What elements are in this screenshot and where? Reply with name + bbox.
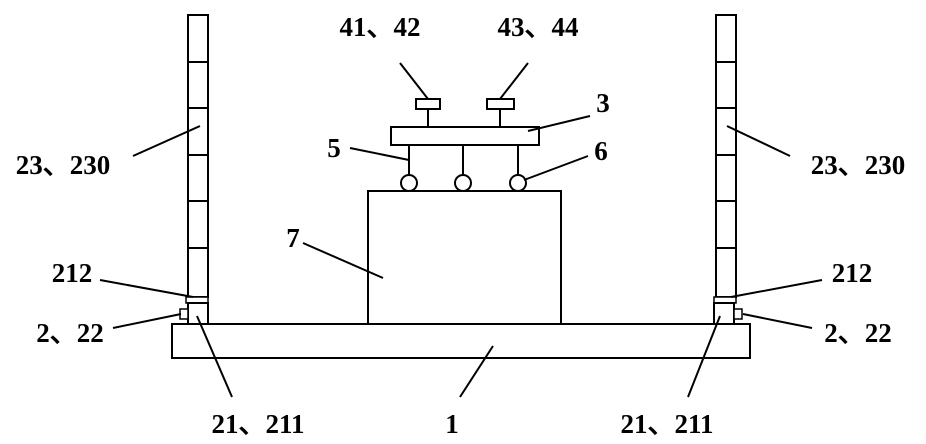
label-6: 6 [594,136,608,166]
roller-right [510,175,526,191]
leader-41-42 [400,63,428,99]
label-21-211-right: 21、211 [620,409,713,439]
label-23-230-left: 23、230 [16,150,111,180]
leader-2-22-left [113,314,181,328]
label-43-44: 43、44 [498,12,579,42]
base-plate [172,324,750,358]
part-22-left [180,309,188,319]
leader-212-left [100,280,193,297]
label-41-42: 41、42 [340,12,421,42]
leader-3 [528,116,590,131]
part-21-right [714,303,734,324]
roller-middle [455,175,471,191]
center-block [368,191,561,324]
leader-2-22-right [743,314,812,328]
knob-left [416,99,440,109]
label-23-230-right: 23、230 [811,150,906,180]
label-5: 5 [327,133,341,163]
label-2-22-right: 2、22 [824,318,892,348]
label-7: 7 [286,223,300,253]
part-22-right [734,309,742,319]
rack-left [188,15,208,297]
label-212-right: 212 [832,258,873,288]
left-bottom-assembly [180,297,208,324]
frame-bar [391,127,539,145]
label-1: 1 [445,409,459,439]
label-3: 3 [596,88,610,118]
label-21-211-left: 21、211 [211,409,304,439]
leader-212-right [731,280,822,297]
label-2-22-left: 2、22 [36,318,104,348]
knob-right [487,99,514,109]
roller-left [401,175,417,191]
rack-right [716,15,736,297]
label-212-left: 212 [52,258,93,288]
part-21-left [188,303,208,324]
leader-6 [524,156,588,180]
leader-43-44 [500,63,528,99]
leader-5 [350,148,409,160]
